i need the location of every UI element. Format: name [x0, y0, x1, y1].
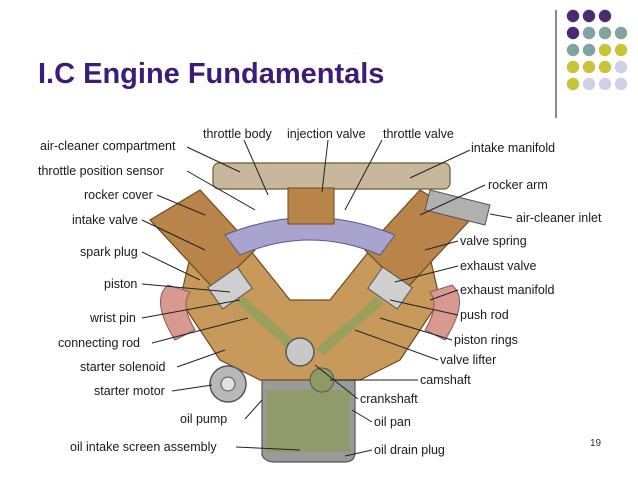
throttle-body-shape — [287, 187, 335, 225]
right-connecting-rod — [316, 296, 384, 356]
decorative-dot — [582, 60, 596, 74]
label-valve-lifter: valve lifter — [440, 353, 496, 367]
left-cylinder-head — [149, 189, 256, 291]
decorative-dot — [614, 26, 628, 40]
label-valve-spring: valve spring — [460, 234, 527, 248]
diagram-labels: air-cleaner compartment throttle body in… — [38, 127, 602, 457]
decorative-dot — [566, 60, 580, 74]
decorative-dot — [566, 43, 580, 57]
air-cleaner-inlet-shape — [424, 189, 491, 226]
decorative-dot — [614, 77, 628, 91]
crankshaft-shape — [285, 337, 315, 367]
decorative-dot — [614, 43, 628, 57]
decorative-dot — [566, 26, 580, 40]
decorative-dot — [598, 77, 612, 91]
oil-level — [266, 390, 350, 452]
leader-lines — [141, 139, 513, 457]
engine-illustration — [149, 162, 491, 463]
label-air-cleaner-inlet: air-cleaner inlet — [516, 211, 602, 225]
right-piston-shape — [367, 266, 413, 310]
label-oil-pump: oil pump — [180, 412, 227, 426]
label-exhaust-valve: exhaust valve — [460, 259, 536, 273]
label-starter-motor: starter motor — [94, 384, 165, 398]
decorative-dot — [598, 9, 612, 23]
starter-motor-core — [220, 376, 236, 392]
slide-title: I.C Engine Fundamentals — [38, 58, 385, 90]
label-throttle-valve: throttle valve — [383, 127, 454, 141]
decorative-dot — [566, 77, 580, 91]
label-intake-manifold: intake manifold — [471, 141, 555, 155]
label-starter-solenoid: starter solenoid — [80, 360, 166, 374]
label-oil-pan: oil pan — [374, 415, 411, 429]
label-piston: piston — [104, 277, 137, 291]
label-spark-plug: spark plug — [80, 245, 138, 259]
label-throttle-position-sensor: throttle position sensor — [38, 164, 164, 178]
decorative-dot — [582, 43, 596, 57]
divider-line — [555, 10, 557, 118]
label-wrist-pin: wrist pin — [89, 311, 136, 325]
label-piston-rings: piston rings — [454, 333, 518, 347]
decorative-dot — [582, 77, 596, 91]
page-number: 19 — [590, 438, 602, 449]
label-injection-valve: injection valve — [287, 127, 366, 141]
decorative-dot — [598, 43, 612, 57]
label-exhaust-manifold: exhaust manifold — [460, 283, 555, 297]
decorative-dot — [598, 26, 612, 40]
label-crankshaft: crankshaft — [360, 392, 418, 406]
label-air-cleaner-compartment: air-cleaner compartment — [40, 139, 176, 153]
label-camshaft: camshaft — [420, 373, 471, 387]
intake-manifold-shape — [224, 217, 396, 256]
label-connecting-rod: connecting rod — [58, 336, 140, 350]
label-intake-valve: intake valve — [72, 213, 138, 227]
decorative-dot — [582, 9, 596, 23]
label-rocker-cover: rocker cover — [84, 188, 153, 202]
decorative-dot — [614, 60, 628, 74]
decorative-dot — [582, 26, 596, 40]
label-push-rod: push rod — [460, 308, 509, 322]
decorative-dot — [566, 9, 580, 23]
label-rocker-arm: rocker arm — [488, 178, 548, 192]
left-piston-shape — [207, 266, 253, 310]
left-exhaust-shape — [159, 284, 196, 341]
label-oil-intake-screen-assembly: oil intake screen assembly — [70, 440, 217, 454]
decorative-dot — [598, 60, 612, 74]
label-throttle-body: throttle body — [203, 127, 273, 141]
label-oil-drain-plug: oil drain plug — [374, 443, 445, 457]
decorative-dot-grid — [566, 9, 628, 91]
